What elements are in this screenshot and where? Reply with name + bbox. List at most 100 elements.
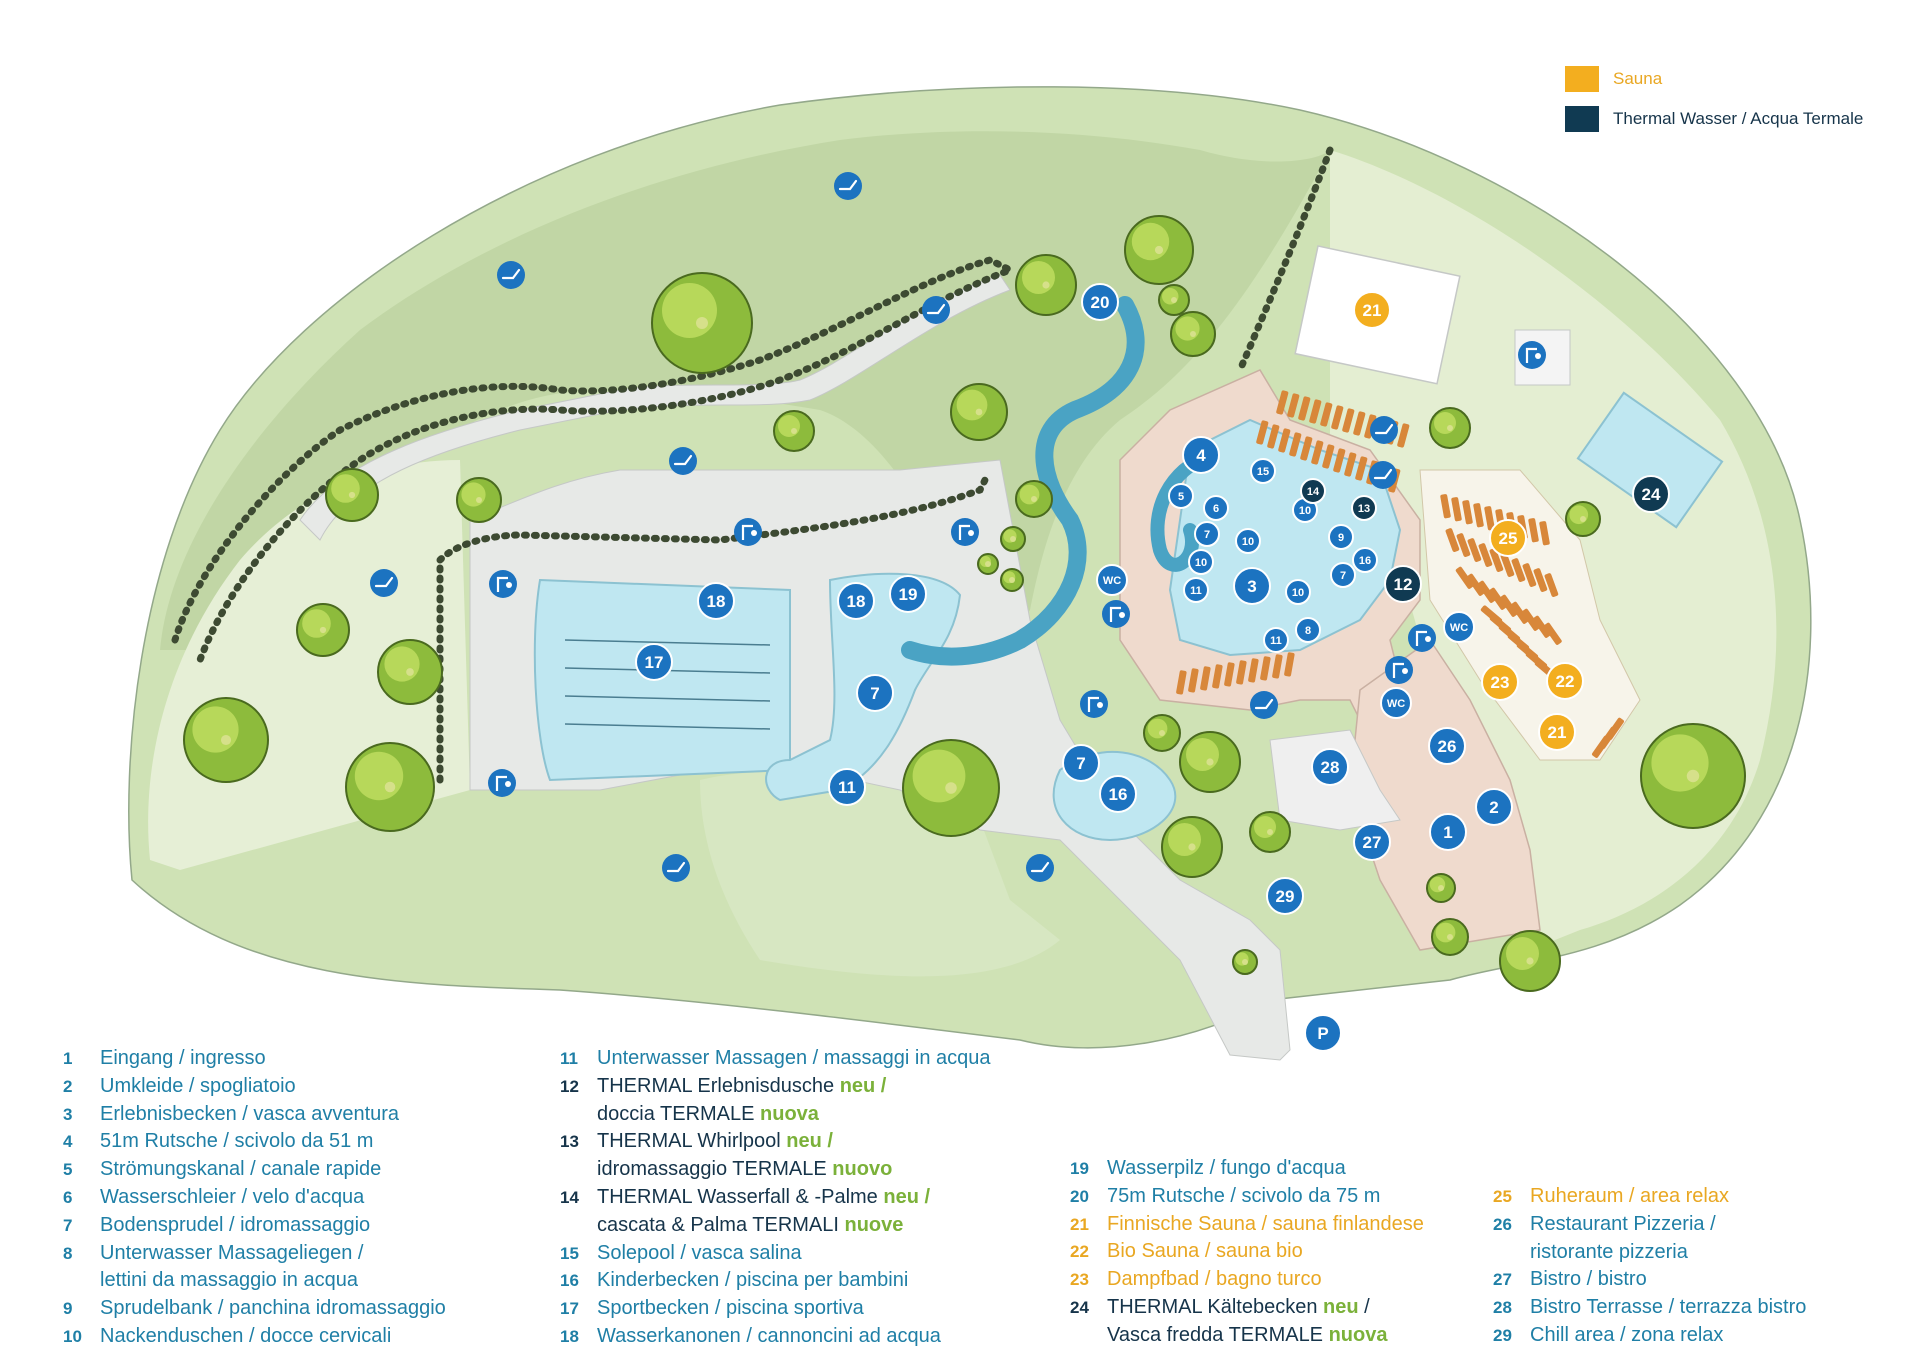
sun-lounger — [1473, 503, 1484, 528]
key-number: 16 — [560, 1271, 579, 1291]
shower-disc — [488, 769, 516, 797]
facility-icons — [370, 172, 1546, 882]
marker-label: 10 — [1195, 557, 1207, 569]
cold-pool — [1576, 391, 1724, 529]
key-label: Ruheraum / area relax — [1530, 1185, 1729, 1207]
marker-label: 23 — [1491, 673, 1510, 692]
wc-marker: WC — [1443, 611, 1475, 643]
key-number: 9 — [63, 1299, 73, 1319]
legend-item-thermal: Thermal Wasser / Acqua Termale — [1565, 105, 1863, 133]
hedge-row — [171, 256, 1019, 664]
marker-disc — [1304, 1014, 1342, 1052]
tree-center — [1010, 536, 1016, 542]
map-marker-19: 19 — [889, 575, 927, 613]
key-number: 28 — [1493, 1298, 1512, 1318]
marker-label: 26 — [1438, 737, 1457, 756]
sun-lounger — [1440, 494, 1451, 519]
wc-marker: WC — [1380, 687, 1412, 719]
map-marker-6: 6 — [1203, 495, 1229, 521]
sun-lounger — [1522, 563, 1537, 587]
tree-center — [945, 782, 957, 794]
tree — [1015, 480, 1053, 518]
shower-disc — [1080, 690, 1108, 718]
tree-highlight — [192, 706, 239, 753]
sun-lounger — [1500, 553, 1515, 577]
tree-center — [1526, 957, 1534, 965]
map-marker-9: 9 — [1328, 524, 1354, 550]
tree-highlight — [331, 474, 360, 503]
key-number: 14 — [560, 1187, 579, 1207]
sun-lounger — [1342, 408, 1355, 433]
lounger-disc — [669, 447, 697, 475]
sun-lounger — [1256, 420, 1269, 445]
wc-label: WC — [1387, 698, 1405, 710]
marker-disc — [1353, 823, 1391, 861]
tree — [651, 272, 753, 374]
tree — [1640, 723, 1746, 829]
lounger-disc — [1026, 854, 1054, 882]
lounger-disc — [922, 296, 950, 324]
key-label: Finnische Sauna / sauna finlandese — [1107, 1213, 1424, 1235]
marker-disc — [697, 582, 735, 620]
tree-highlight — [1569, 505, 1589, 525]
map-marker-16: 16 — [1352, 547, 1378, 573]
marker-disc — [1475, 788, 1513, 826]
tree-center — [1171, 297, 1177, 303]
sun-lounger — [1188, 668, 1199, 693]
shower-glyph — [1087, 696, 1099, 712]
tree-highlight — [1022, 261, 1055, 294]
marker-disc — [856, 674, 894, 712]
sun-lounger — [1176, 670, 1187, 695]
shower-glyph — [958, 524, 970, 540]
lounger-disc — [1369, 461, 1397, 489]
sun-lounger — [1477, 580, 1496, 603]
shower-icon — [488, 769, 516, 797]
marker-disc — [1235, 528, 1261, 554]
tree-center — [696, 317, 708, 329]
lounger-glyph — [673, 454, 693, 466]
marker-label: 10 — [1299, 505, 1311, 517]
key-label: Dampfbad / bagno turco — [1107, 1268, 1322, 1290]
marker-label: 19 — [899, 585, 918, 604]
tree-highlight — [1175, 316, 1200, 341]
map-marker-18: 18 — [697, 582, 735, 620]
key-label: Bistro / bistro — [1530, 1268, 1647, 1290]
tree — [1000, 526, 1026, 552]
map-markers: 1234567777891010101011111112131415161617… — [635, 283, 1670, 1052]
key-label: THERMAL Wasserfall & -Palme neu / — [597, 1186, 930, 1208]
key-number: 27 — [1493, 1270, 1512, 1290]
sun-lounger — [1539, 521, 1550, 546]
marker-disc — [1295, 617, 1321, 643]
map-marker-13: 13 — [1351, 495, 1377, 521]
marker-disc — [1233, 567, 1271, 605]
marker-disc — [1428, 727, 1466, 765]
marker-disc — [1266, 877, 1304, 915]
key-text: Erlebnisbecken / vasca avventura — [100, 1102, 400, 1125]
tree-highlight — [778, 415, 800, 437]
marker-disc — [1188, 549, 1214, 575]
tree — [1431, 918, 1469, 956]
key-text: Chill area / zona relax — [1530, 1323, 1724, 1346]
map-marker-5: 5 — [1168, 483, 1194, 509]
marker-label: 29 — [1276, 887, 1295, 906]
tree — [1429, 407, 1471, 449]
tree — [977, 553, 999, 575]
key-text: Solepool / vasca salina — [597, 1241, 802, 1264]
marker-label: 28 — [1321, 758, 1340, 777]
shower-icon — [1102, 600, 1130, 628]
shower-disc — [1408, 624, 1436, 652]
key-label-line2: idromassaggio TERMALE nuovo — [597, 1156, 991, 1184]
slide-75m — [901, 296, 1145, 666]
key-new-tag: nuova — [760, 1102, 819, 1125]
key-text: doccia TERMALE — [597, 1102, 761, 1125]
shower-head — [1402, 668, 1408, 674]
wc-label: WC — [1450, 622, 1468, 634]
shower-glyph — [1415, 630, 1427, 646]
tree-center — [1447, 934, 1453, 940]
sun-lounger — [1272, 654, 1283, 679]
tree-center — [975, 408, 983, 416]
